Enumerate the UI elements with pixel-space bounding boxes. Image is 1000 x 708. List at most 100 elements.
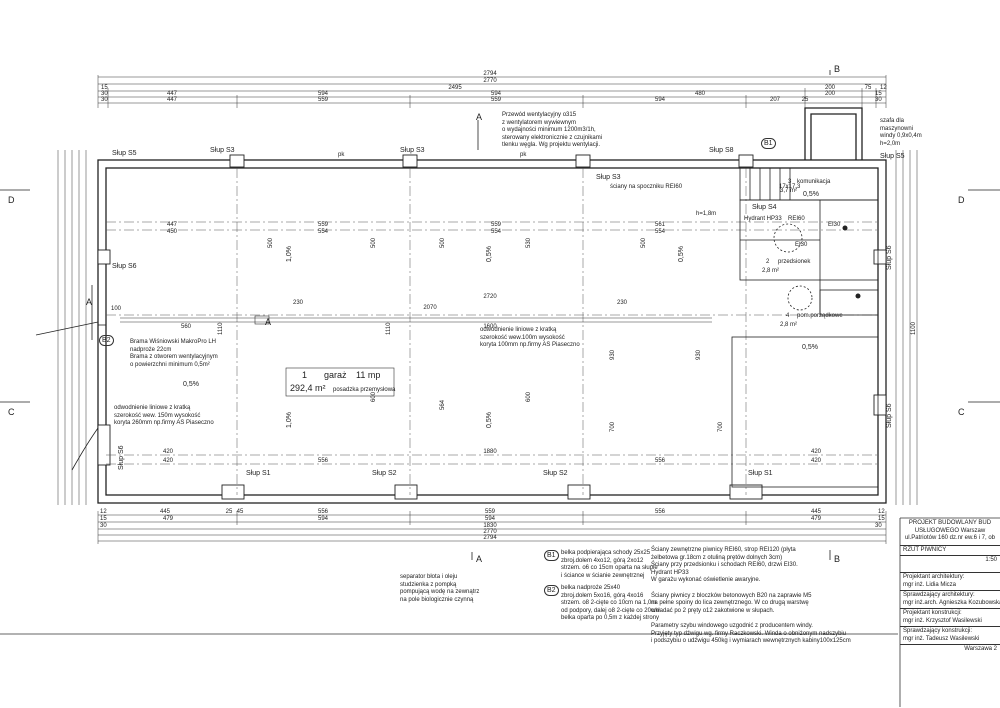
dim-bot-r1: 12 [100, 509, 107, 515]
lift-shaft-note: szafa dla maszynowni windy 0,9x0,4m h=2,… [880, 118, 922, 148]
dim-bay-bottom: 420 [811, 449, 822, 455]
dim-bay: 450 [167, 229, 178, 235]
dim-bay: 447 [167, 222, 178, 228]
column-label-s3: Słup S3 [210, 147, 235, 154]
dim-top-r3: 15 [101, 85, 108, 91]
dim-mid: 2070 [423, 305, 437, 311]
person-name: mgr inż. Tadeusz Wasilewski [903, 635, 980, 642]
stair-and-rooms [731, 167, 879, 488]
dim-vertical: 500 [641, 237, 647, 248]
note-line: tlenku węgla. Wg projektu wentylacji. [502, 142, 601, 149]
dim-top-r5: 207 [770, 97, 781, 103]
room-number: 4 [786, 313, 790, 319]
column-label-s2: Słup S2 [372, 470, 397, 477]
section-markers [0, 70, 1000, 560]
dim-bot-r3: 1830 [483, 523, 497, 529]
dim-top-r5: 447 [167, 97, 178, 103]
note-line: sterowany elektronicznie z czujnikami [502, 134, 603, 141]
dim-bay: 554 [655, 229, 666, 235]
column-label-s2: Słup S2 [543, 470, 568, 477]
note-line: Parametry szybu windowego uzgodnić z pro… [651, 622, 813, 629]
door-label: EI30 [795, 242, 808, 248]
dim-top-r4: 30 [101, 91, 108, 97]
dim-vertical: 700 [718, 421, 724, 432]
beam-marker-b1: B1 [761, 138, 776, 149]
column-label-s6: Słup S6 [886, 245, 893, 270]
garage-number: 1 [302, 370, 307, 380]
note-line: szerokość wew. 150m wysokość [114, 412, 201, 419]
note-line: o powierzchni minimum 0,5m² [130, 361, 210, 368]
slope-label: 0,5% [678, 246, 685, 262]
slope-label: 1,0% [286, 246, 293, 262]
dim-vertical: 600 [371, 391, 377, 402]
note-line: zbroj.dołem 5xo16, górą 4xo16 [561, 592, 644, 599]
dim-top-r5: 30 [875, 97, 882, 103]
note-line: Przewód wentylacyjny o315 [502, 112, 577, 118]
column-label-s6: Słup S6 [886, 403, 893, 428]
dim-top-total: 2794 [483, 71, 497, 77]
column-label-s3: Słup S3 [400, 147, 425, 154]
beam-marker-b2: B2 [99, 335, 114, 346]
section-letter-d: D [8, 195, 15, 205]
room-area: 2,8 m² [780, 322, 797, 328]
dim-vertical: 600 [526, 391, 532, 402]
dim-bot-r1: 12 [878, 509, 885, 515]
note-line: żelbetowa gr.18cm z otuliną prętów dolny… [651, 554, 783, 561]
checker-row: Sprawdzający architektury: mgr inż.arch.… [900, 590, 1000, 608]
project-address: ul.Patriotów 160 dz.nr ew.6 i 7, ob [904, 535, 996, 541]
room-number: 3 [788, 179, 792, 185]
section-letter-c: C [8, 407, 15, 417]
garage-name: garaż [324, 370, 347, 380]
column-label-s6: Słup S6 [118, 445, 125, 470]
dim-top-r4: 200 [825, 91, 836, 97]
garage-label-box [285, 367, 395, 397]
note-line: z wentylatorem wywiewnym [502, 119, 577, 126]
dim-bot-r2: 479 [163, 516, 174, 522]
dim-bot-r2: 15 [878, 516, 885, 522]
note-line: koryta 100mm np.firmy AS Piaseczno [480, 342, 580, 349]
beam-marker-b2-legend: B2 [544, 585, 559, 596]
person-name: mgr inż. Lidia Micza [903, 581, 957, 588]
note-line: zbroj.dołem 4xo12, górą 2xo12 [561, 557, 644, 564]
note-line: windy 0,9x0,4m [880, 133, 922, 140]
dim-bay: 554 [491, 229, 502, 235]
section-letter-a: A [476, 112, 482, 122]
column-label-s3: Słup S3 [596, 174, 621, 181]
slope-label: 0,5% [486, 412, 493, 428]
beam-b1-note: belka podpierająca schody 25x25 zbroj.do… [561, 550, 658, 580]
dim-top-r3: 12 [880, 85, 887, 91]
door-label: EI30 [828, 222, 841, 228]
top-dimension-lines [97, 75, 887, 108]
note-line: i podszybiu o udźwigu 450kg i wymiarach … [651, 638, 851, 645]
dim-top-r4: 594 [491, 91, 502, 97]
dim-vertical: 564 [440, 399, 446, 410]
project-title: PROJEKT BUDOWLANY BUD USŁUGOWEGO Warszaw… [900, 518, 1000, 545]
dim-vertical: 930 [696, 349, 702, 360]
general-notes: Ściany zewnętrzne piwnicy REI60, strop R… [651, 547, 851, 646]
struct-check-row: Sprawdzający konstrukcji: mgr inż. Tadeu… [900, 626, 1000, 644]
section-letter-a: A [265, 317, 271, 327]
role-label: Sprawdzający konstrukcji: [903, 628, 973, 634]
note-line: Ściany piwnicy z bloczków betonowych B20… [651, 592, 812, 599]
gate-note: Brama Wiśniowski MakroPro LH nadproże 22… [130, 339, 218, 369]
column-label-s8: Słup S8 [709, 147, 734, 154]
ventilation-note: Przewód wentylacyjny o315 z wentylatorem… [502, 112, 602, 150]
city-date: Warszawa 2 [964, 646, 997, 652]
room-number: 2 [766, 259, 770, 265]
city-row: Warszawa 2 [900, 644, 1000, 655]
garage-area: 292,4 m² [290, 383, 326, 393]
section-letter-d: D [958, 195, 965, 205]
wall-label: REI60 [788, 216, 805, 222]
column-label-s4: Słup S4 [752, 204, 777, 211]
room-name: pom.porządkowe [797, 313, 843, 319]
project-name: PROJEKT BUDOWLANY BUD [908, 520, 992, 526]
dim-top-r5: 25 [802, 97, 809, 103]
dim-vertical: 500 [371, 237, 377, 248]
note-line: Hydrant HP33 [651, 569, 689, 576]
drain-left-note: odwodnienie liniowe z kratką szerokość w… [114, 405, 214, 428]
dim-top-r3: 75 [865, 85, 872, 91]
dim-mid: 100 [111, 306, 122, 312]
column-label-s5: Słup S5 [880, 153, 905, 160]
dim-vertical: 1100 [911, 321, 917, 335]
architect-row: Projektant architektury: mgr inż. Lidia … [900, 572, 1000, 590]
